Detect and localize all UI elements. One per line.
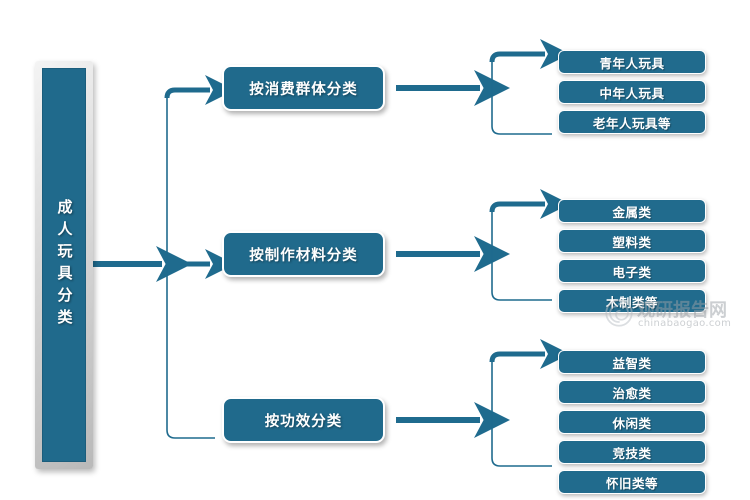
leaf-node-label: 金属类 [612, 204, 652, 220]
leaf-node[interactable]: 益智类 [558, 350, 706, 374]
leaf-node-label: 怀旧类等 [605, 475, 658, 491]
category-node-label: 按消费群体分类 [249, 81, 358, 98]
connector-category-2-to-items [396, 189, 570, 301]
leaf-node-label: 中年人玩具 [599, 85, 665, 101]
leaf-node[interactable]: 青年人玩具 [558, 50, 706, 74]
leaf-node-label: 竞技类 [612, 445, 652, 461]
leaf-node-label: 塑料类 [612, 234, 652, 250]
leaf-node[interactable]: 木制类等 [558, 289, 706, 313]
category-node-consumer-group[interactable]: 按消费群体分类 [222, 65, 385, 111]
leaf-node[interactable]: 老年人玩具等 [558, 110, 706, 134]
leaf-node[interactable]: 中年人玩具 [558, 80, 706, 104]
leaf-node[interactable]: 竞技类 [558, 440, 706, 464]
leaf-node-label: 木制类等 [605, 294, 658, 310]
connector-category-3-to-items [396, 339, 570, 467]
leaf-node[interactable]: 电子类 [558, 259, 706, 283]
connector-category-1-to-items [396, 39, 570, 135]
category-node-material[interactable]: 按制作材料分类 [222, 231, 385, 277]
leaf-node-label: 老年人玩具等 [592, 115, 671, 131]
root-node[interactable]: 成人玩具分类 [35, 61, 93, 469]
leaf-node-label: 益智类 [612, 355, 652, 371]
leaf-node-label: 电子类 [612, 264, 652, 280]
watermark-domain: chinabaogao.com [638, 318, 732, 329]
leaf-node-label: 休闲类 [612, 415, 652, 431]
category-node-function[interactable]: 按功效分类 [222, 397, 385, 443]
category-node-label: 按功效分类 [264, 413, 343, 430]
leaf-node-label: 青年人玩具 [599, 55, 665, 71]
connector-root-to-categories [93, 75, 235, 439]
root-node-label: 成人玩具分类 [55, 199, 74, 331]
root-node-body: 成人玩具分类 [42, 68, 86, 462]
leaf-node[interactable]: 怀旧类等 [558, 470, 706, 494]
leaf-node-label: 治愈类 [612, 385, 652, 401]
leaf-node[interactable]: 休闲类 [558, 410, 706, 434]
leaf-node[interactable]: 塑料类 [558, 229, 706, 253]
category-node-label: 按制作材料分类 [249, 247, 358, 264]
leaf-node[interactable]: 金属类 [558, 199, 706, 223]
leaf-node[interactable]: 治愈类 [558, 380, 706, 404]
